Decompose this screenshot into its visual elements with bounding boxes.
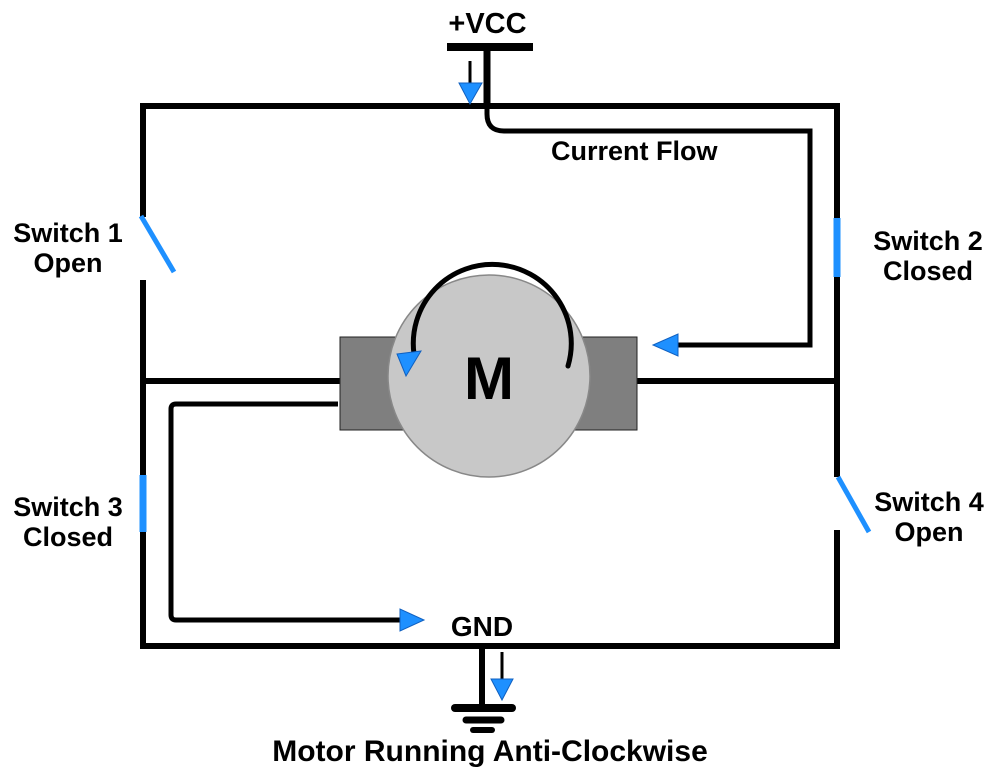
current-arrow-from-vcc-icon xyxy=(458,61,483,106)
switch-2-name: Switch 2 xyxy=(873,226,983,256)
switch-1-state: Open xyxy=(33,248,103,278)
rotation-arrowhead-icon xyxy=(396,350,422,378)
motor-symbol xyxy=(339,261,638,478)
switch-4-label: Switch 4 Open xyxy=(856,487,1000,547)
current-flow-label: Current Flow xyxy=(551,136,718,166)
switch-4-name: Switch 4 xyxy=(874,487,984,517)
diagram-caption: Motor Running Anti-Clockwise xyxy=(272,735,708,768)
current-flow-path-in xyxy=(484,108,813,357)
switch-1-label: Switch 1 Open xyxy=(0,218,136,278)
circuit-wires xyxy=(140,103,840,649)
switch-3-label: Switch 3 Closed xyxy=(0,492,136,552)
gnd-label: GND xyxy=(450,611,514,642)
current-arrow-to-gnd-icon xyxy=(399,608,426,632)
switch-4-open-lever-icon xyxy=(835,475,872,534)
current-flow-path-out xyxy=(168,401,426,632)
switch-2-label: Switch 2 Closed xyxy=(855,226,1000,286)
switch-3-name: Switch 3 xyxy=(13,492,123,522)
vcc-symbol-icon xyxy=(447,43,533,106)
switch-3-state: Closed xyxy=(22,522,114,552)
rotation-arc-icon xyxy=(410,261,574,369)
current-arrow-into-motor-icon xyxy=(651,333,679,357)
motor-body xyxy=(387,274,591,478)
current-arrow-into-gnd-icon xyxy=(490,652,514,702)
switch-4-state: Open xyxy=(894,517,964,547)
switch-1-open-lever-icon xyxy=(138,214,177,274)
vcc-label: +VCC xyxy=(448,8,527,40)
switch-1-name: Switch 1 xyxy=(13,218,123,248)
ground-symbol-icon xyxy=(451,646,516,733)
motor-letter: M xyxy=(464,345,514,412)
switch-2-state: Closed xyxy=(882,256,974,286)
